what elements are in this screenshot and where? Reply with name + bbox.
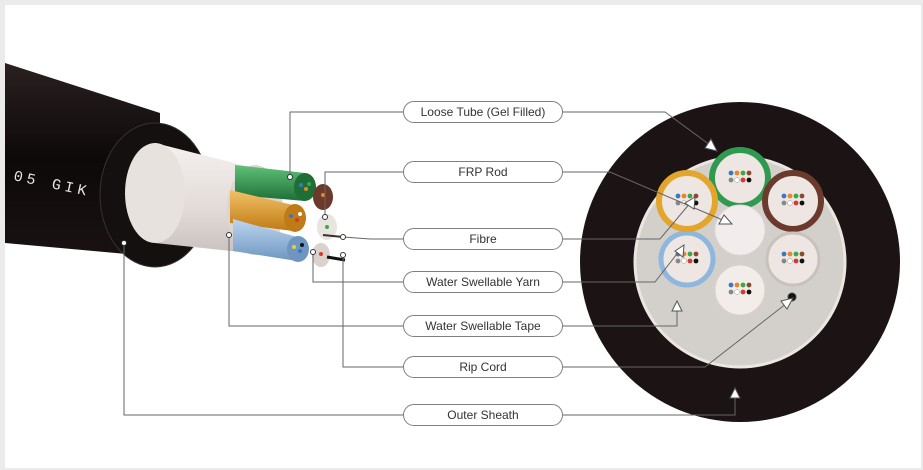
leader-fibre-right — [563, 201, 692, 240]
cable-cross-section — [580, 102, 900, 422]
frp-rod-section — [714, 204, 766, 256]
leader-rip-cord-right — [563, 302, 788, 368]
label-water-swellable-yarn: Water Swellable Yarn — [403, 271, 563, 293]
leader-loose-tube-left — [289, 111, 403, 177]
label-fibre: Fibre — [403, 228, 563, 250]
leader-loose-tube-right — [563, 111, 711, 146]
leader-lines — [123, 111, 788, 416]
label-loose-tube: Loose Tube (Gel Filled) — [403, 101, 563, 123]
leader-fibre-left — [342, 236, 403, 240]
label-rip-cord: Rip Cord — [403, 356, 563, 378]
loose-tube-green — [709, 147, 771, 209]
leader-yarn-right — [563, 249, 681, 283]
leader-yarn-left — [312, 252, 403, 283]
loose-tube-orange — [656, 170, 718, 232]
leader-tape-right — [563, 307, 678, 327]
cable-3d: 05 GIK 5 01 02 — [5, 63, 346, 268]
cable-diagram: 05 GIK 5 01 02 — [5, 5, 921, 468]
leader-frp-rod-left — [324, 171, 403, 217]
fibres-section — [675, 170, 805, 295]
loose-tube-grey — [765, 231, 821, 287]
label-outer-sheath: Outer Sheath — [403, 404, 563, 426]
label-water-swellable-tape: Water Swellable Tape — [403, 315, 563, 337]
leader-tape-left — [228, 235, 403, 327]
tube-blue-3d — [233, 219, 309, 262]
leader-dots — [121, 174, 346, 258]
tube-green-3d — [235, 165, 316, 201]
leader-rip-cord-left — [342, 255, 403, 368]
loose-tube-blue — [658, 230, 716, 288]
loose-tube-brown — [762, 170, 824, 232]
tube-orange-3d — [230, 190, 306, 232]
cable-illustration: 05 GIK 5 01 02 — [5, 63, 900, 422]
fibre-tail-3d — [322, 234, 344, 238]
fibre-ends-3d — [289, 182, 329, 256]
loose-tube-white — [712, 262, 768, 318]
leader-sheath-right — [563, 395, 736, 416]
leader-sheath-left — [123, 243, 403, 416]
rip-cord-3d — [326, 255, 346, 262]
label-frp-rod: FRP Rod — [403, 161, 563, 183]
leader-arrows — [671, 138, 794, 399]
